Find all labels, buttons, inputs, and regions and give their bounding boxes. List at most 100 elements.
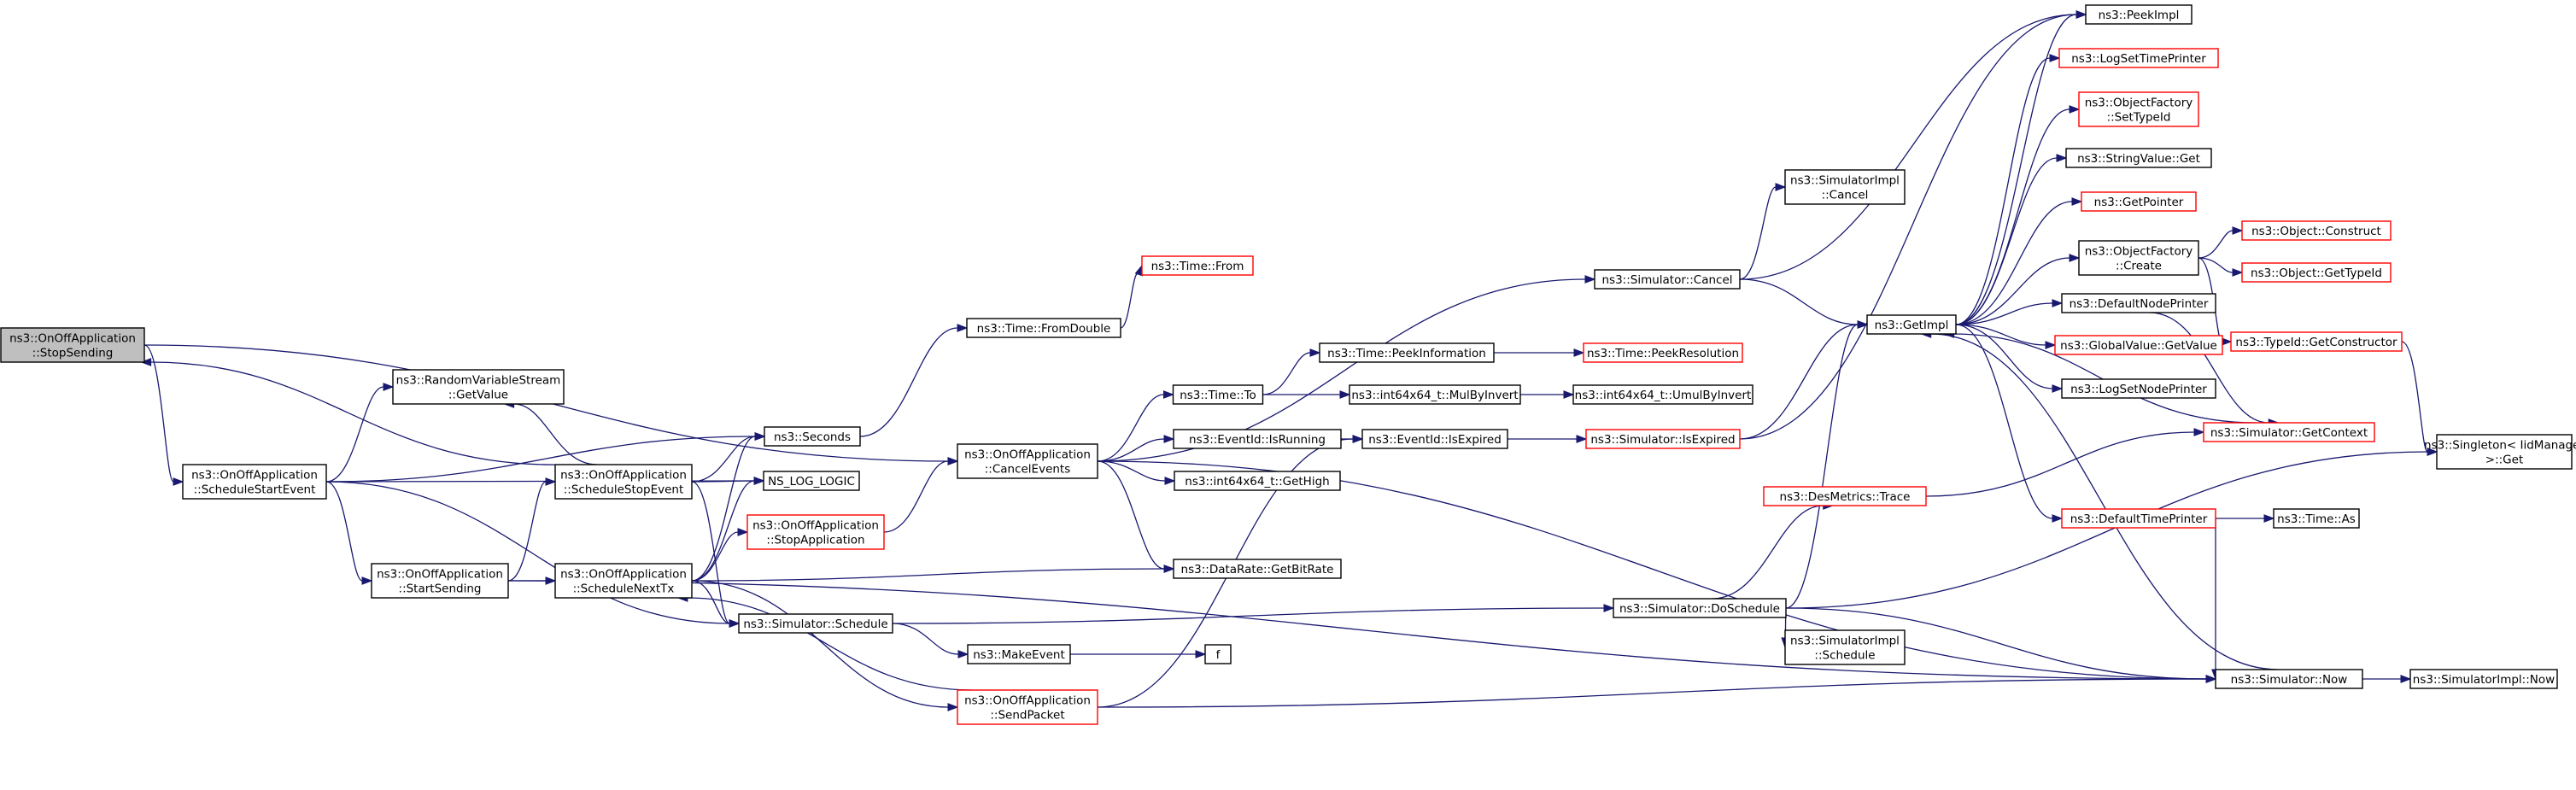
node-seconds[interactable]: ns3::Seconds [764, 426, 861, 447]
node-peekimpl[interactable]: ns3::PeekImpl [2085, 4, 2193, 25]
node-label: ns3::OnOffApplication [560, 469, 687, 483]
node-sim-doschedule[interactable]: ns3::Simulator::DoSchedule [1613, 598, 1787, 618]
node-box [2230, 331, 2403, 352]
node-rvs-getvalue[interactable]: ns3::RandomVariableStream::GetValue [392, 369, 565, 405]
node-label: ns3::Time::To [1180, 389, 1256, 402]
edge-getimpl-to-defaulttimeprinter [1955, 324, 2064, 523]
node-box [1866, 314, 1957, 335]
edge-schedulestopevent-to-stopsending [140, 358, 556, 465]
node-label: ns3::Simulator::IsExpired [1590, 433, 1735, 447]
node-int64-mulbyinvert[interactable]: ns3::int64x64_t::MulByInvert [1349, 384, 1521, 405]
node-object-construct[interactable]: ns3::Object::Construct [2241, 220, 2392, 241]
node-objfactory-settypeid[interactable]: ns3::ObjectFactory::SetTypeId [2078, 91, 2199, 127]
node-sim-isexpired[interactable]: ns3::Simulator::IsExpired [1585, 429, 1741, 449]
node-sim-getcontext[interactable]: ns3::Simulator::GetContext [2203, 422, 2375, 442]
node-sim-cancel[interactable]: ns3::Simulator::Cancel [1594, 269, 1741, 290]
node-time-peekinformation[interactable]: ns3::Time::PeekInformation [1319, 342, 1495, 363]
node-label: ns3::MakeEvent [973, 648, 1065, 662]
call-edges [140, 10, 2438, 711]
node-label: ns3::PeekImpl [2099, 9, 2180, 22]
node-datarate-getbitrate[interactable]: ns3::DataRate::GetBitRate [1173, 559, 1342, 579]
node-box [1349, 384, 1521, 405]
node-f[interactable]: f [1204, 644, 1232, 664]
node-cancelevents[interactable]: ns3::OnOffApplication::CancelEvents [957, 443, 1098, 479]
node-stopapplication[interactable]: ns3::OnOffApplication::StopApplication [746, 514, 885, 550]
node-int64-gethigh[interactable]: ns3::int64x64_t::GetHigh [1174, 471, 1341, 491]
node-label: ns3::SimulatorImpl [1790, 635, 1900, 648]
node-singleton-get[interactable]: ns3::Singleton< IidManager >::Get [2424, 434, 2576, 470]
node-getpointer[interactable]: ns3::GetPointer [2081, 191, 2197, 212]
edge-desmetrics_trace-to-sim_getcontext [1925, 428, 2205, 497]
node-box [1174, 471, 1341, 491]
node-time-peekresolution[interactable]: ns3::Time::PeekResolution [1583, 342, 1743, 363]
node-label: ::SendPacket [990, 709, 1064, 723]
node-box [392, 369, 565, 405]
node-time-as[interactable]: ns3::Time::As [2273, 508, 2360, 529]
node-sim-now[interactable]: ns3::Simulator::Now [2215, 669, 2363, 689]
node-label: ::Schedule [1814, 649, 1875, 663]
edge-getimpl-to-logsettimeprinter [1955, 54, 2061, 325]
node-sim-schedule[interactable]: ns3::Simulator::Schedule [738, 613, 893, 634]
edge-startsending-to-schedulestopevent [507, 477, 557, 582]
node-getimpl[interactable]: ns3::GetImpl [1866, 314, 1957, 335]
node-eventid-isrunning[interactable]: ns3::EventId::IsRunning [1173, 429, 1342, 449]
node-box [1583, 342, 1743, 363]
node-defaultnodeprinter[interactable]: ns3::DefaultNodePrinter [2061, 293, 2216, 313]
node-box [2273, 508, 2360, 529]
edge-getimpl-to-stringvalue_get [1955, 154, 2068, 325]
node-label: ns3::GetImpl [1875, 319, 1949, 332]
node-box [2436, 434, 2573, 470]
node-logsetnodeprinter[interactable]: ns3::LogSetNodePrinter [2061, 378, 2216, 399]
node-time-to[interactable]: ns3::Time::To [1172, 384, 1264, 405]
node-label: ::StopApplication [766, 534, 864, 547]
node-eventid-isexpired[interactable]: ns3::EventId::IsExpired [1361, 429, 1508, 449]
node-time-from[interactable]: ns3::Time::From [1141, 255, 1254, 276]
edge-schedulestartevent-to-startsending [325, 481, 373, 585]
node-globalvalue-getvalue[interactable]: ns3::GlobalValue::GetValue [2054, 335, 2223, 355]
node-makeevent[interactable]: ns3::MakeEvent [967, 644, 1071, 664]
node-label: ns3::Object::GetTypeId [2251, 266, 2382, 280]
edge-stopsending-to-schedulestartevent [143, 344, 184, 486]
node-typeid-getconstructor[interactable]: ns3::TypeId::GetConstructor [2230, 331, 2403, 352]
node-int64-umulbyinvert[interactable]: ns3::int64x64_t::UmulByInvert [1572, 384, 1753, 405]
node-box [554, 563, 693, 599]
node-simimpl-schedule[interactable]: ns3::SimulatorImpl::Schedule [1784, 629, 1906, 665]
node-simimpl-cancel[interactable]: ns3::SimulatorImpl::Cancel [1784, 169, 1906, 205]
edge-schedulenexttx-to-datarate_getbitrate [691, 565, 1175, 582]
edge-sendpacket-to-schedulenexttx [676, 594, 974, 691]
node-label: ns3::OnOffApplication [560, 568, 687, 582]
node-box [2409, 669, 2558, 689]
edge-schedulenexttx-to-seconds [691, 432, 766, 582]
node-label: ns3::int64x64_t::UmulByInvert [1575, 389, 1752, 402]
node-stringvalue-get[interactable]: ns3::StringValue::Get [2065, 148, 2212, 168]
node-box [957, 689, 1098, 725]
edge-schedulestartevent-to-seconds [325, 432, 766, 483]
node-objfactory-create[interactable]: ns3::ObjectFactory::Create [2078, 240, 2199, 276]
node-box [1585, 429, 1741, 449]
node-schedulestopevent[interactable]: ns3::OnOffApplication::ScheduleStopEvent [554, 464, 693, 500]
node-label: ::SetTypeId [2107, 111, 2171, 125]
node-simimpl-now[interactable]: ns3::SimulatorImpl::Now [2409, 669, 2558, 689]
node-ns-log-logic[interactable]: NS_LOG_LOGIC [763, 471, 860, 491]
edge-schedulenexttx-to-sendpacket [691, 580, 959, 711]
node-box [1173, 429, 1342, 449]
node-box [2058, 48, 2219, 68]
node-label: ns3::Time::PeekResolution [1587, 347, 1739, 360]
node-desmetrics-trace[interactable]: ns3::DesMetrics::Trace [1763, 486, 1927, 506]
node-logsettimeprinter[interactable]: ns3::LogSetTimePrinter [2058, 48, 2219, 68]
node-object-gettypeid[interactable]: ns3::Object::GetTypeId [2241, 262, 2392, 283]
node-sendpacket[interactable]: ns3::OnOffApplication::SendPacket [957, 689, 1098, 725]
node-schedulenexttx[interactable]: ns3::OnOffApplication::ScheduleNextTx [554, 563, 693, 599]
node-label: ns3::LogSetNodePrinter [2070, 383, 2207, 396]
node-label: ns3::RandomVariableStream [396, 374, 561, 388]
node-label: ns3::StringValue::Get [2077, 152, 2200, 166]
edge-getimpl-to-logsetnodeprinter [1955, 324, 2064, 393]
node-time-fromdouble[interactable]: ns3::Time::FromDouble [966, 318, 1121, 338]
node-label: ns3::LogSetTimePrinter [2071, 52, 2206, 66]
node-startsending[interactable]: ns3::OnOffApplication::StartSending [371, 563, 509, 599]
node-schedulestartevent[interactable]: ns3::OnOffApplication::ScheduleStartEven… [182, 464, 327, 500]
node-label: ns3::OnOffApplication [9, 332, 136, 346]
node-box [1763, 486, 1927, 506]
node-defaulttimeprinter[interactable]: ns3::DefaultTimePrinter [2061, 508, 2216, 529]
